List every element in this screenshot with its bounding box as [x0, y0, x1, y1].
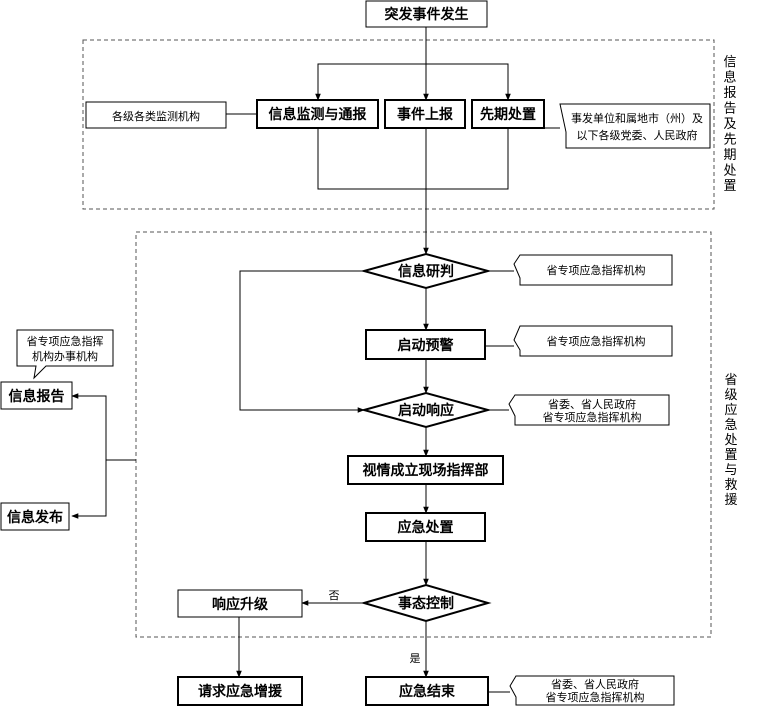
edge-label-yes: 是	[410, 652, 421, 665]
section-frame-info-report	[82, 39, 715, 210]
node-response: 启动响应	[360, 391, 492, 429]
svg-text:省专项应急指挥机构: 省专项应急指挥机构	[546, 690, 645, 704]
edge-branch-report	[71, 393, 107, 460]
section-title-info-report: 信息报告及先期处置	[723, 55, 736, 194]
node-warning: 启动预警	[365, 329, 486, 360]
vt-bottom-text: 省级应急处置与救援	[724, 373, 737, 508]
svg-text:省专项应急指挥: 省专项应急指挥	[27, 334, 104, 348]
node-handling-label: 应急处置	[398, 519, 454, 536]
node-judge: 信息研判	[360, 252, 492, 290]
node-info-publish: 信息发布	[0, 502, 70, 531]
node-monitor-label: 信息监测与通报	[269, 106, 367, 123]
svg-text:省专项应急指挥机构: 省专项应急指挥机构	[547, 263, 646, 277]
edge-split-monitor	[315, 63, 426, 101]
note-judge-org: 省专项应急指挥机构	[513, 254, 673, 286]
edge-judge-response	[239, 270, 365, 413]
svg-text:省委、省人民政府: 省委、省人民政府	[551, 677, 639, 691]
note-initial-units: 事发单位和属地市（州）及 以下各级党委、人民政府	[559, 103, 711, 149]
section-title-provincial-response: 省级应急处置与救援	[724, 373, 737, 508]
node-report: 事件上报	[384, 99, 466, 129]
node-control-label: 事态控制	[398, 595, 454, 612]
node-info-report: 信息报告	[0, 381, 73, 410]
node-end-label: 应急结束	[399, 683, 456, 700]
svg-text:以下各级党委、人民政府: 以下各级党委、人民政府	[577, 128, 698, 142]
connectors	[71, 27, 560, 693]
node-command-label: 视情成立现场指挥部	[363, 462, 489, 479]
node-info-report-label: 信息报告	[9, 388, 65, 405]
node-start: 突发事件发生	[365, 0, 488, 28]
node-command: 视情成立现场指挥部	[347, 455, 504, 485]
note-end-orgs: 省委、省人民政府 省专项应急指挥机构	[509, 675, 675, 706]
node-end: 应急结束	[365, 676, 489, 706]
note-monitor-orgs: 各级各类监测机构	[85, 101, 227, 129]
note-office: 省专项应急指挥 机构办事机构	[16, 329, 114, 380]
node-info-publish-label: 信息发布	[7, 509, 63, 526]
edge-merge	[317, 128, 509, 190]
node-warning-label: 启动预警	[398, 337, 454, 354]
node-initial-label: 先期处置	[480, 106, 536, 123]
node-start-label: 突发事件发生	[385, 6, 469, 23]
svg-text:机构办事机构: 机构办事机构	[32, 349, 98, 363]
node-reinforce-label: 请求应急增援	[198, 683, 283, 700]
node-monitor: 信息监测与通报	[256, 99, 379, 129]
node-upgrade-label: 响应升级	[212, 596, 269, 613]
node-handling: 应急处置	[365, 512, 486, 542]
svg-text:省专项应急指挥机构: 省专项应急指挥机构	[547, 334, 646, 348]
svg-text:省委、省人民政府: 省委、省人民政府	[548, 397, 636, 411]
svg-text:各级各类监测机构: 各级各类监测机构	[112, 109, 200, 123]
edge-split-initial	[426, 63, 511, 101]
vt-top-text: 信息报告及先期处置	[723, 55, 736, 194]
node-response-label: 启动响应	[398, 402, 454, 419]
note-warning-org: 省专项应急指挥机构	[513, 325, 673, 357]
node-judge-label: 信息研判	[398, 263, 454, 280]
edge-label-no: 否	[329, 589, 340, 602]
section-frame-provincial-response	[135, 231, 712, 638]
svg-text:事发单位和属地市（州）及: 事发单位和属地市（州）及	[571, 111, 703, 125]
note-response-orgs: 省委、省人民政府 省专项应急指挥机构	[508, 394, 670, 426]
edge-branch-publish	[71, 460, 107, 519]
node-reinforce: 请求应急增援	[177, 676, 303, 706]
node-control: 事态控制	[360, 583, 492, 623]
svg-text:省专项应急指挥机构: 省专项应急指挥机构	[543, 410, 642, 424]
node-report-label: 事件上报	[397, 106, 453, 123]
node-upgrade: 响应升级	[177, 589, 303, 618]
node-initial: 先期处置	[471, 99, 545, 129]
